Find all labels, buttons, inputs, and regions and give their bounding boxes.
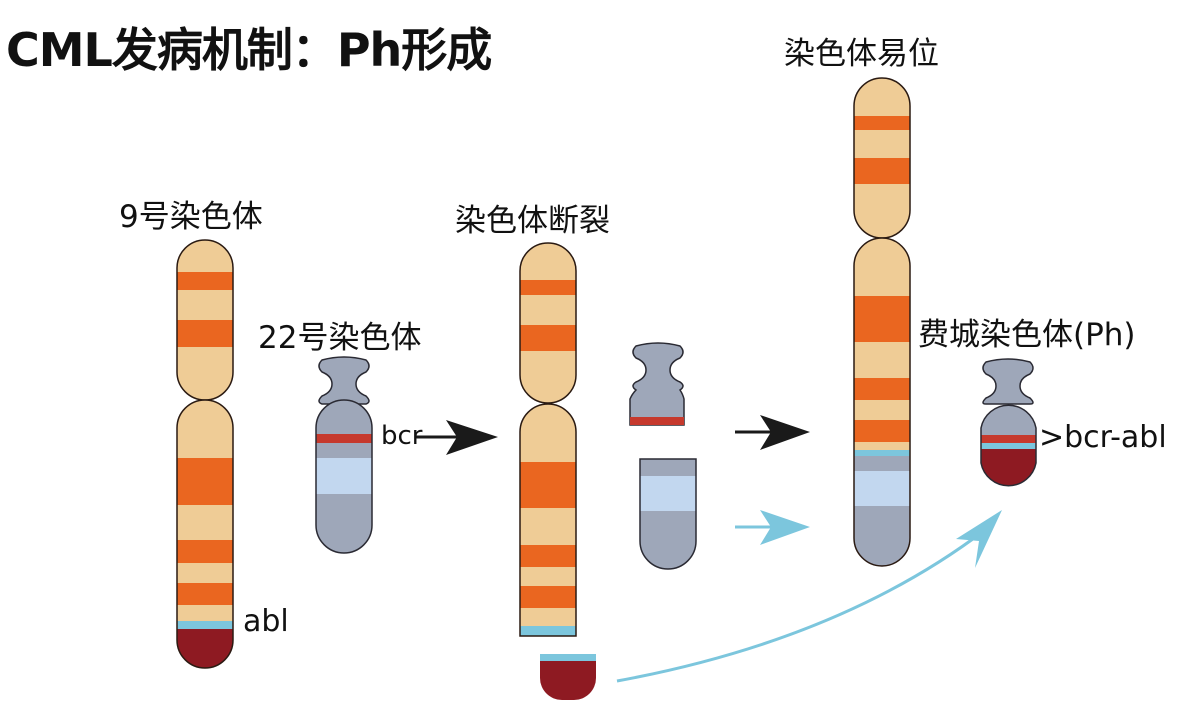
- broken-chromosome-22-upper: [629, 342, 685, 426]
- philadelphia-chromosome: [980, 358, 1037, 487]
- arrow-fragment-to-chr9: [735, 510, 810, 545]
- label-breakage: 染色体断裂: [455, 203, 610, 239]
- label-chr9: 9号染色体: [119, 199, 263, 235]
- arrow-bcr-to-breakage: [415, 420, 498, 455]
- chromosome-9-short-arm: [177, 240, 233, 400]
- chromosome-9-long-arm: [177, 400, 233, 668]
- chromosome-22: [315, 356, 373, 554]
- label-bcr: bcr: [381, 421, 423, 451]
- abl-fragment: [540, 654, 596, 700]
- translocated-chromosome-9: [853, 77, 911, 567]
- broken-chromosome-9: [519, 242, 577, 637]
- broken-chromosome-22-lower: [639, 458, 697, 570]
- chromosome-22-long-arm: [316, 400, 372, 553]
- chromosome-22-short-arm: [318, 356, 370, 405]
- arrow-breakage-to-translocation: [735, 415, 810, 450]
- arrow-abl-to-philadelphia: [616, 510, 1002, 683]
- label-abl: abl: [243, 604, 289, 639]
- page-title: CML发病机制：Ph形成: [6, 23, 492, 77]
- label-bcr-abl: >bcr-abl: [1039, 420, 1167, 455]
- label-philadelphia: 费城染色体(Ph): [918, 317, 1136, 353]
- label-chr22: 22号染色体: [258, 320, 422, 356]
- chromosome-9: [176, 239, 234, 669]
- label-translocation: 染色体易位: [784, 36, 939, 72]
